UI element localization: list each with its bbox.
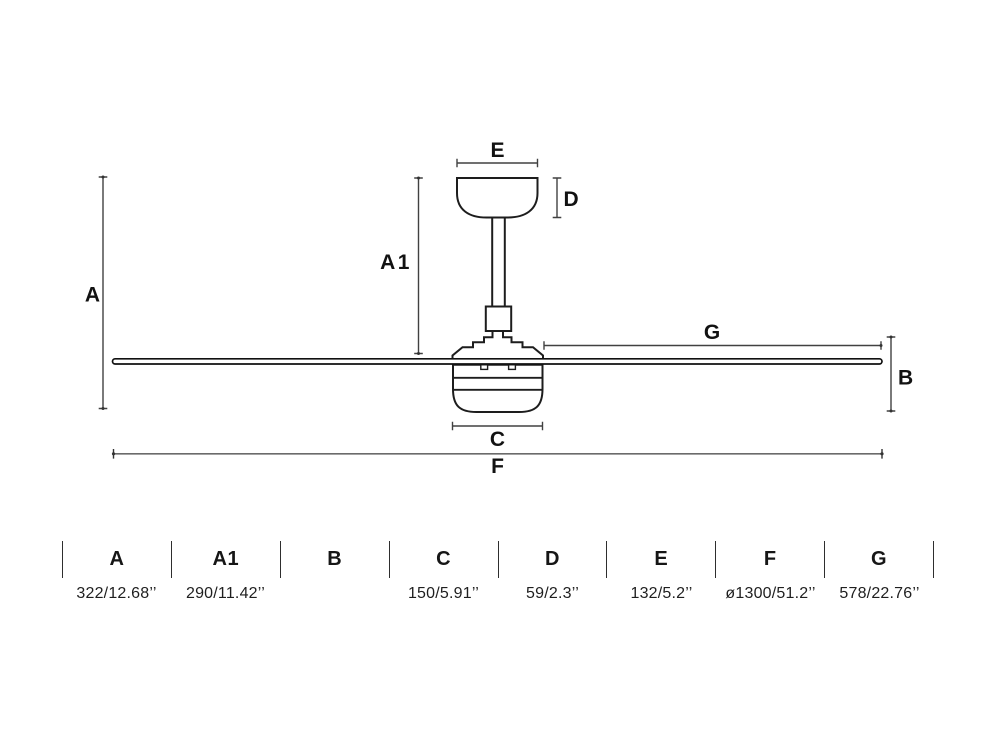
canopy bbox=[456, 177, 539, 219]
dim-label-f: F bbox=[491, 455, 504, 478]
dimension-line-c bbox=[451, 421, 544, 431]
blade-bracket-right bbox=[507, 364, 517, 371]
blade-bracket-left bbox=[480, 364, 489, 371]
dim-label-b: B bbox=[898, 367, 913, 390]
fan-diagram-svg: E D A1 A G B C F bbox=[85, 139, 913, 478]
motor-housing bbox=[452, 363, 544, 413]
table-value-b bbox=[280, 585, 389, 603]
table-value-a: 322/12.68’’ bbox=[76, 585, 157, 602]
dimension-line-a1 bbox=[414, 176, 423, 355]
dim-label-d: D bbox=[564, 188, 579, 211]
table-header-d: D bbox=[497, 541, 607, 578]
fan-blades bbox=[111, 357, 883, 365]
table-value-a1: 290/11.42’’ bbox=[185, 585, 265, 602]
table-header-c: C bbox=[388, 541, 498, 578]
rod-coupling bbox=[484, 305, 513, 332]
dimension-line-f bbox=[111, 449, 884, 459]
dimension-table: A A1 B C D E F G 322/12.68’’ 290/11.42’’… bbox=[62, 541, 934, 603]
table-header-e: E bbox=[606, 541, 715, 578]
dimension-line-a bbox=[98, 175, 108, 410]
downrod bbox=[491, 216, 506, 308]
table-value-g: 578/22.76’’ bbox=[839, 585, 920, 602]
motor-housing-bands bbox=[453, 376, 543, 391]
dim-label-a1: A1 bbox=[380, 251, 412, 274]
dimension-line-e bbox=[456, 158, 539, 168]
motor-cap bbox=[451, 330, 544, 361]
dimension-table-values: 322/12.68’’ 290/11.42’’ 150/5.91’’ 59/2.… bbox=[62, 585, 934, 603]
dim-label-a: A bbox=[85, 284, 100, 307]
table-value-e: 132/5.2’’ bbox=[630, 585, 693, 602]
table-header-a1: A1 bbox=[170, 541, 280, 578]
table-value-d: 59/2.3’’ bbox=[526, 585, 579, 602]
table-value-c: 150/5.91’’ bbox=[407, 585, 480, 602]
dimension-line-g bbox=[543, 341, 883, 350]
table-header-b: B bbox=[279, 541, 389, 578]
dimension-line-d bbox=[552, 177, 562, 219]
fan-outline bbox=[111, 177, 883, 413]
dim-label-e: E bbox=[490, 139, 504, 162]
dimension-lines bbox=[98, 158, 896, 459]
dim-label-g: G bbox=[704, 321, 720, 344]
table-value-f: ø1300/51.2’’ bbox=[725, 585, 816, 602]
table-header-f: F bbox=[715, 541, 824, 578]
table-header-a: A bbox=[62, 541, 171, 578]
dimension-table-header: A A1 B C D E F G bbox=[62, 541, 934, 578]
table-header-g: G bbox=[824, 541, 934, 578]
dim-label-c: C bbox=[490, 428, 505, 451]
dimension-line-b bbox=[886, 335, 896, 413]
